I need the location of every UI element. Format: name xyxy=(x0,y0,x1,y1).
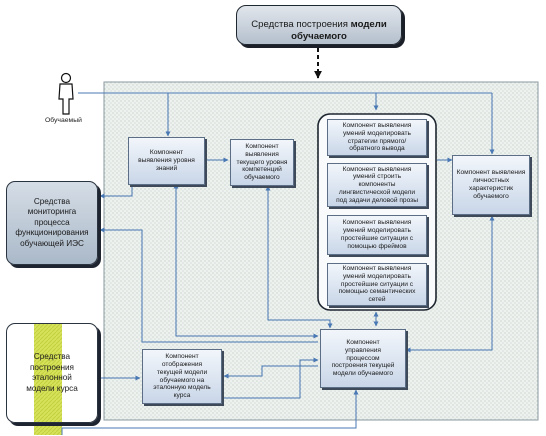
header-text-bold: модели обучаемого xyxy=(291,18,387,43)
monitoring-tools: Средства мониторинга процесса функционир… xyxy=(6,181,98,265)
personal-traits-component: Компонент выявления личностных характери… xyxy=(452,155,530,215)
student-label: Обучаемый xyxy=(45,117,82,124)
etalon-model-tools: Средства построения эталонной модели кур… xyxy=(6,323,98,423)
model-control-component: Компонент управления процессом построени… xyxy=(320,329,406,388)
header-text-regular: Средства построения xyxy=(251,18,351,30)
frames-skill-component: Компонент выявления умений моделировать … xyxy=(327,215,427,255)
competence-level-component: Компонент выявления текущего уровня комп… xyxy=(230,139,294,186)
strategy-skill-component: Компонент выявления умений моделировать … xyxy=(327,119,427,156)
semantic-net-skill-component: Компонент выявления умений моделировать … xyxy=(327,263,427,306)
student-icon xyxy=(58,72,74,115)
knowledge-level-component: Компонент выявления уровня знаний xyxy=(128,137,205,185)
etalon-stripe xyxy=(34,323,62,435)
student-model-tools-header: Средства построения модели обучаемого xyxy=(236,5,402,45)
linguistic-skill-component: Компонент выявления умений строить компо… xyxy=(327,163,427,207)
model-display-component: Компонент отображения текущей модели обу… xyxy=(142,349,222,404)
